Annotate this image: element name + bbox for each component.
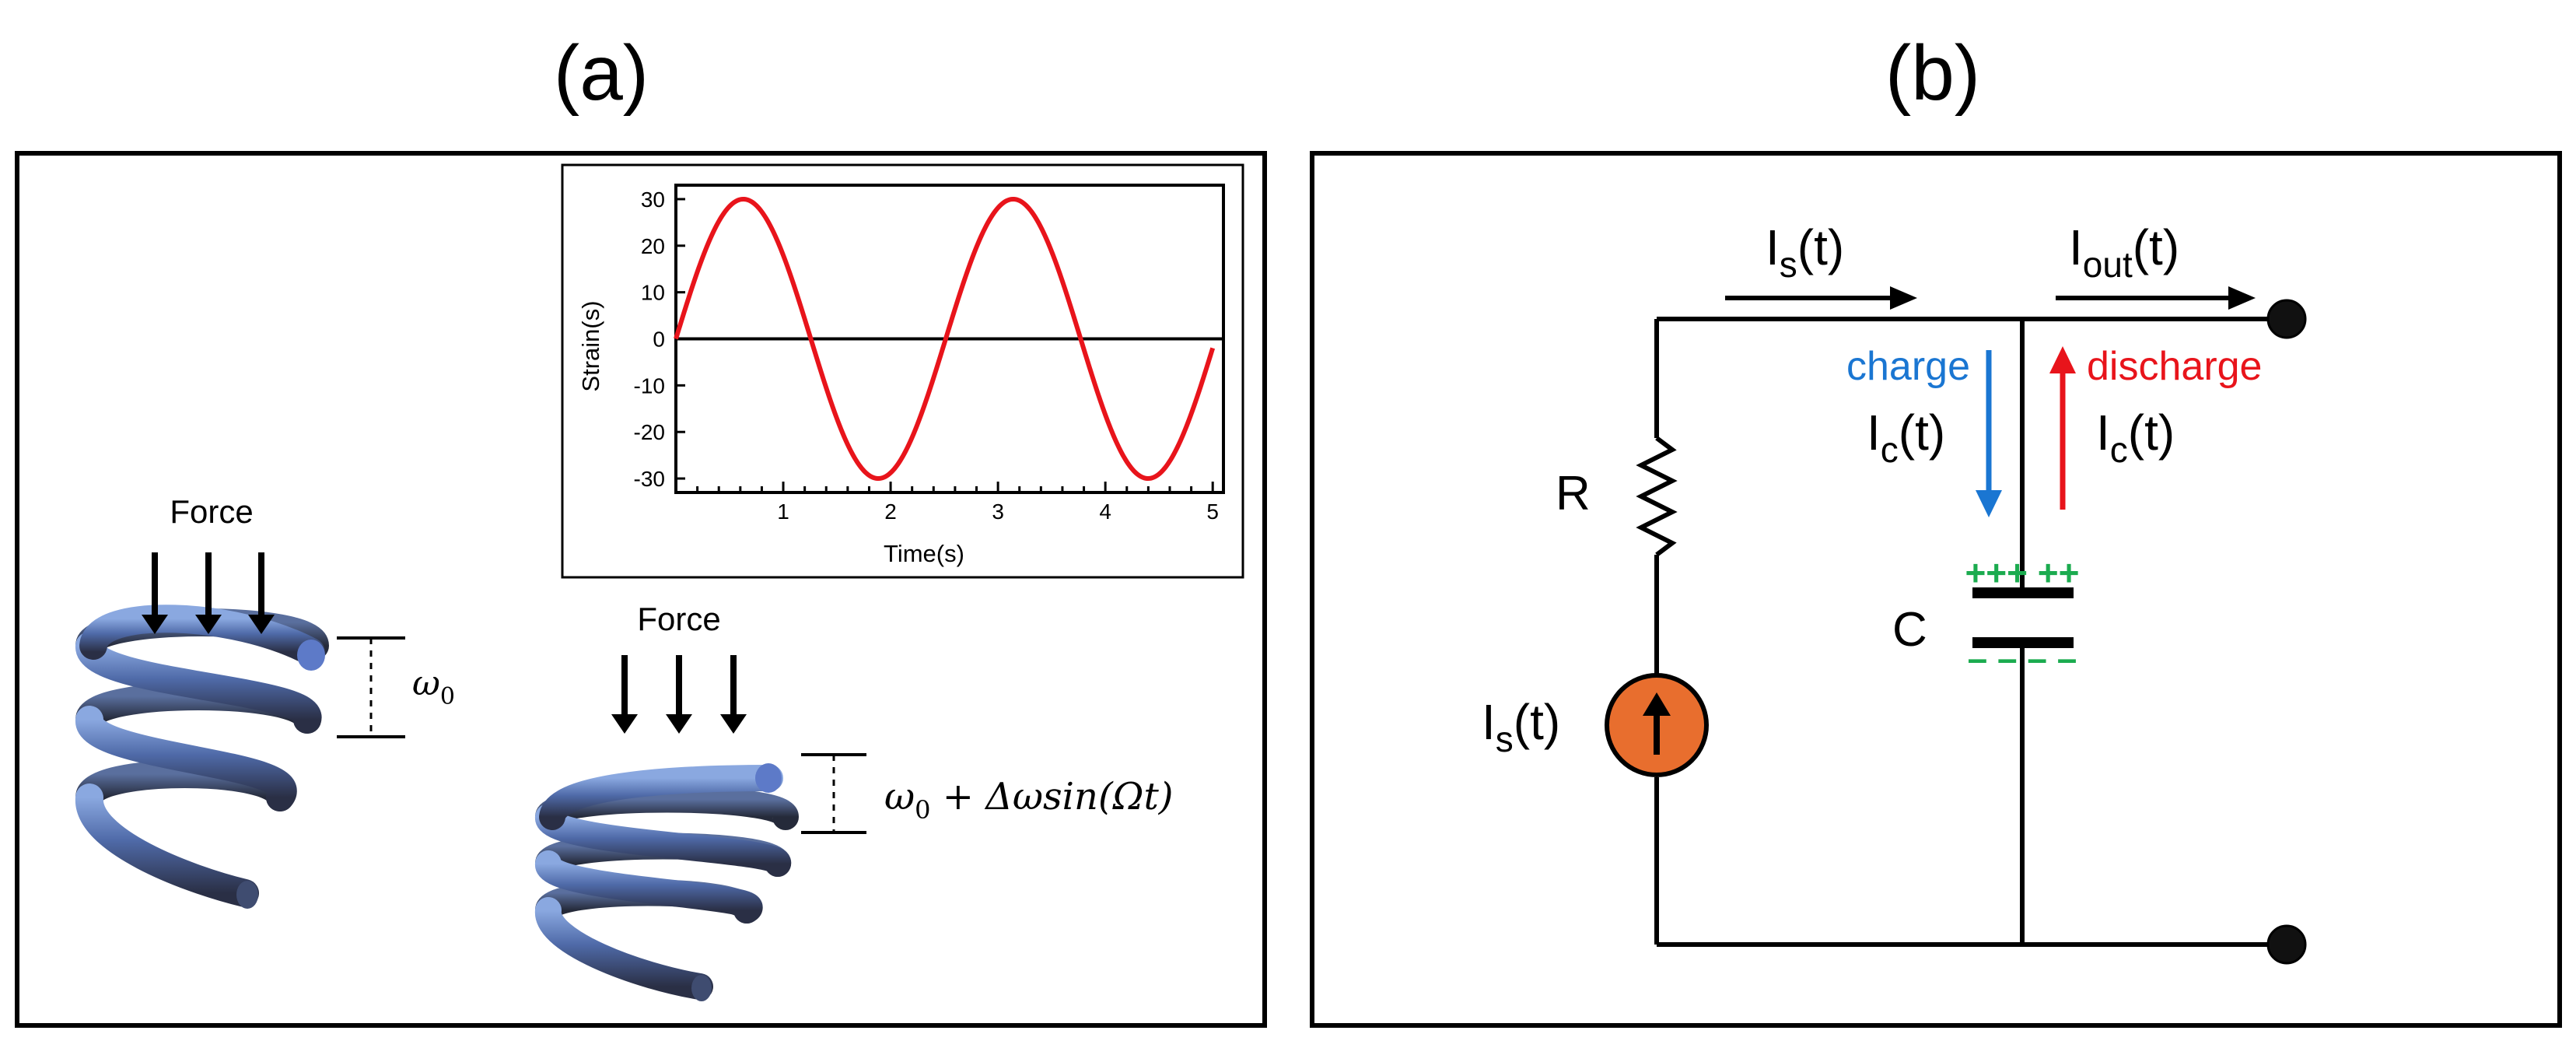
current-source	[1605, 673, 1709, 777]
x-tick-label: 3	[992, 499, 1004, 524]
chart-xlabel: Time(s)	[884, 540, 964, 567]
is-top-label: Is(t)	[1766, 219, 1844, 285]
y-tick-label: 0	[653, 328, 665, 352]
gap-label-1: ω0	[412, 664, 455, 710]
is-source-label: Is(t)	[1482, 694, 1560, 759]
output-terminal-bottom	[2266, 924, 2307, 965]
x-tick-label: 1	[777, 499, 789, 524]
y-tick-label: -20	[634, 420, 665, 444]
x-tick-label: 4	[1099, 499, 1111, 524]
y-tick-label: 10	[641, 281, 665, 305]
force-label-2: Force	[637, 601, 720, 637]
capacitor-plus-signs: +++ ++	[1965, 552, 2079, 593]
chart-outer-frame	[561, 163, 1244, 579]
charge-label: charge	[1846, 344, 1970, 389]
strain-sine-curve	[674, 196, 1216, 482]
panel-b-label: (b)	[1885, 30, 1980, 117]
iout-arrow	[2056, 286, 2256, 310]
capacitor-label: C	[1892, 603, 1927, 657]
force-arrows-1	[142, 552, 275, 634]
x-tick-label: 5	[1206, 499, 1219, 524]
chart-ticks: 30 20 10 0 -10 -20 -30 1 2 3 4 5	[634, 188, 1219, 524]
y-tick-label: -30	[634, 467, 665, 491]
y-tick-label: 30	[641, 188, 665, 212]
gap-indicator-2	[801, 753, 866, 834]
discharge-label: discharge	[2087, 344, 2262, 389]
charge-arrow	[1976, 350, 2002, 517]
is-arrow	[1725, 286, 1917, 310]
discharge-arrow	[2049, 346, 2076, 510]
capacitor	[1972, 587, 2074, 648]
capacitor-minus-signs: – – – –	[1968, 638, 2077, 678]
y-tick-label: 20	[641, 234, 665, 258]
circuit-wires	[1636, 317, 2287, 947]
force-label-1: Force	[170, 493, 253, 530]
strain-chart: 30 20 10 0 -10 -20 -30 1 2 3 4 5 Time(s) Strain(s)	[561, 163, 1244, 579]
panel-a-label: (a)	[554, 30, 649, 117]
x-tick-label: 2	[884, 499, 897, 524]
iout-label: Iout(t)	[2069, 219, 2179, 285]
ic-left-label: Ic(t)	[1867, 405, 1945, 470]
spring-relaxed	[75, 605, 329, 909]
ic-right-label: Ic(t)	[2096, 405, 2175, 470]
resistor-label: R	[1556, 467, 1591, 520]
spring-compressed	[535, 763, 799, 1001]
force-arrows-2	[611, 655, 747, 734]
gap-label-2: ω0 + Δωsin(Ωt)	[884, 775, 1173, 825]
panel-b-frame	[1310, 151, 2562, 1028]
output-terminal-top	[2266, 299, 2307, 339]
panel-a-frame	[15, 151, 1267, 1028]
gap-indicator-1	[337, 636, 405, 738]
y-tick-label: -10	[634, 373, 665, 398]
chart-ylabel: Strain(s)	[577, 300, 604, 391]
